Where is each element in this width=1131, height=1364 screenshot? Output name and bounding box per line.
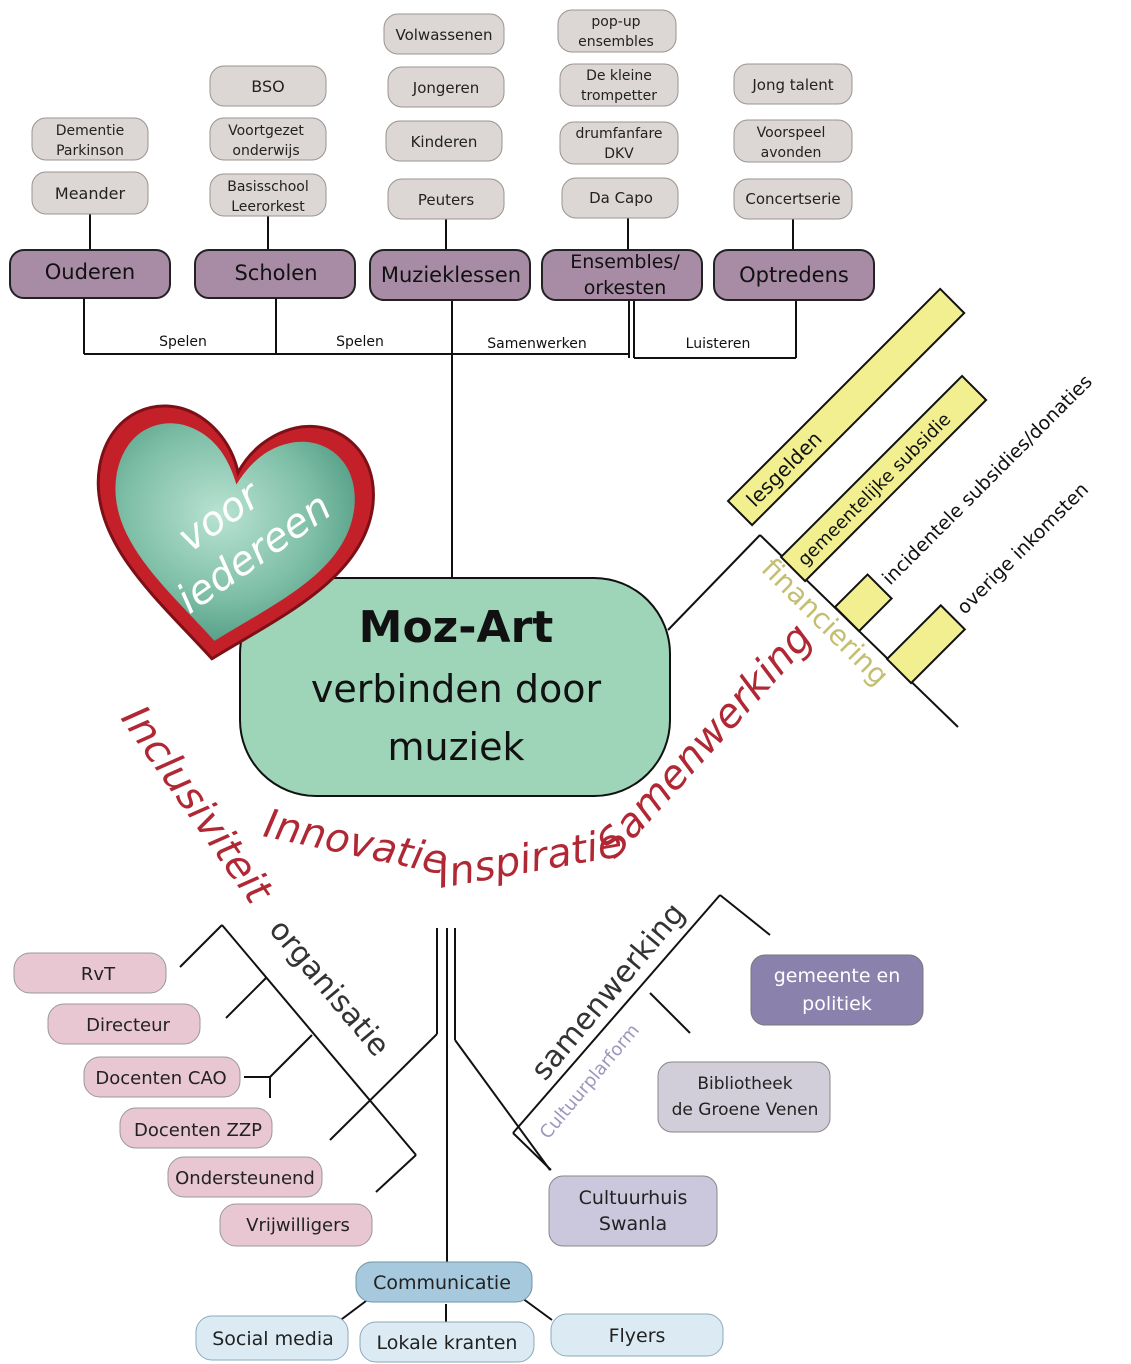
item-kleine-trompetter[interactable]: De kleine trompetter xyxy=(559,63,679,107)
item-peuters[interactable]: Peuters xyxy=(387,178,505,220)
comm-flyers[interactable]: Flyers xyxy=(550,1313,724,1357)
item-label-line1: Basisschool xyxy=(227,179,309,195)
item-label-line2: avonden xyxy=(761,145,822,161)
item-label: Meander xyxy=(55,184,126,203)
item-label-line2: onderwijs xyxy=(232,143,299,159)
item-label: Da Capo xyxy=(589,189,653,207)
communicatie-node[interactable]: Communicatie xyxy=(355,1261,533,1303)
category-ouderen[interactable]: Ouderen xyxy=(9,249,171,299)
item-label-line2: DKV xyxy=(604,146,634,162)
partner-label-line1: Bibliotheek xyxy=(697,1074,792,1094)
org-rvt[interactable]: RvT xyxy=(13,952,167,994)
partner-label-line2: Swanla xyxy=(599,1213,667,1235)
item-bso[interactable]: BSO xyxy=(209,65,327,107)
org-vrijwilligers[interactable]: Vrijwilligers xyxy=(219,1203,373,1247)
item-drumfanfare-dkv[interactable]: drumfanfare DKV xyxy=(559,121,679,165)
category-muzieklessen[interactable]: Muzieklessen xyxy=(369,249,531,301)
org-label: Vrijwilligers xyxy=(246,1215,350,1236)
partner-cultuurhuis-swanla[interactable]: Cultuurhuis Swanla xyxy=(548,1175,718,1247)
item-voorspeel-avonden[interactable]: Voorspeel avonden xyxy=(733,119,853,163)
org-label: Docenten ZZP xyxy=(134,1120,262,1141)
category-ensembles[interactable]: Ensembles/ orkesten xyxy=(541,249,703,301)
item-basisschool-leerorkest[interactable]: Basisschool Leerorkest xyxy=(209,173,327,217)
partner-label-line1: Cultuurhuis xyxy=(579,1187,688,1209)
item-label: Volwassenen xyxy=(395,26,492,44)
center-subtitle-line2: muziek xyxy=(388,725,525,769)
item-label: Jongeren xyxy=(412,79,479,97)
item-label: Kinderen xyxy=(411,133,478,151)
item-label-line1: De kleine xyxy=(586,68,652,84)
connector-label: Spelen xyxy=(336,334,384,350)
item-popup-ensembles[interactable]: pop-up ensembles xyxy=(557,9,677,53)
category-scholen[interactable]: Scholen xyxy=(194,249,356,299)
item-label-line1: Voortgezet xyxy=(228,123,304,139)
org-label: Docenten CAO xyxy=(95,1068,226,1089)
item-voortgezet-onderwijs[interactable]: Voortgezet onderwijs xyxy=(209,117,327,161)
partner-label-line1: gemeente en xyxy=(774,965,901,987)
item-label-line1: pop-up xyxy=(591,14,640,30)
partner-label-line2: de Groene Venen xyxy=(672,1100,819,1120)
org-directeur[interactable]: Directeur xyxy=(47,1003,201,1045)
category-label-line1: Ensembles/ xyxy=(570,251,680,273)
partner-gemeente-politiek[interactable]: gemeente en politiek xyxy=(750,954,924,1026)
org-docenten-zzp[interactable]: Docenten ZZP xyxy=(119,1107,273,1149)
category-label: Muzieklessen xyxy=(381,263,521,287)
comm-label: Flyers xyxy=(609,1325,666,1347)
org-label: Ondersteunend xyxy=(175,1168,315,1189)
partner-bibliotheek[interactable]: Bibliotheek de Groene Venen xyxy=(657,1061,831,1133)
connector-lines xyxy=(83,213,959,1323)
communicatie-label: Communicatie xyxy=(373,1272,511,1294)
org-docenten-cao[interactable]: Docenten CAO xyxy=(83,1056,241,1098)
organisatie-label: organisatie xyxy=(262,913,396,1064)
item-label-line2: trompetter xyxy=(581,88,657,104)
item-kinderen[interactable]: Kinderen xyxy=(385,120,503,162)
category-label: Ouderen xyxy=(45,260,136,284)
comm-social-media[interactable]: Social media xyxy=(195,1315,349,1361)
category-label: Optredens xyxy=(739,263,849,287)
item-label: Concertserie xyxy=(745,190,840,208)
item-dementie-parkinson[interactable]: Dementie Parkinson xyxy=(31,117,149,161)
item-label: Jong talent xyxy=(751,76,833,94)
item-meander[interactable]: Meander xyxy=(31,171,149,215)
item-concertserie[interactable]: Concertserie xyxy=(733,178,853,220)
finance-incidentele: incidentele subsidies/donaties xyxy=(878,371,1097,590)
category-optredens[interactable]: Optredens xyxy=(713,249,875,301)
item-label-line2: ensembles xyxy=(578,34,654,50)
item-label-line2: Parkinson xyxy=(56,143,124,159)
item-jongeren[interactable]: Jongeren xyxy=(387,66,505,108)
partner-label-line2: politiek xyxy=(802,993,872,1015)
connector-label: Luisteren xyxy=(686,336,751,352)
category-label-line2: orkesten xyxy=(584,277,667,299)
finance-lesgelden: lesgelden xyxy=(741,426,826,511)
org-label: RvT xyxy=(81,964,116,985)
heart-icon xyxy=(96,404,375,661)
center-title: Moz-Art xyxy=(359,602,554,653)
item-da-capo[interactable]: Da Capo xyxy=(561,177,679,219)
center-node: Moz-Art verbinden door muziek xyxy=(239,577,671,797)
item-jong-talent[interactable]: Jong talent xyxy=(733,63,853,105)
org-label: Directeur xyxy=(86,1015,170,1036)
comm-lokale-kranten[interactable]: Lokale kranten xyxy=(359,1321,535,1363)
item-label-line2: Leerorkest xyxy=(231,199,305,215)
org-ondersteunend[interactable]: Ondersteunend xyxy=(167,1156,323,1198)
item-label-line1: Voorspeel xyxy=(757,125,826,141)
connector-label: Samenwerken xyxy=(487,336,587,352)
item-label-line1: drumfanfare xyxy=(575,126,662,142)
value-innovatie: Innovatie xyxy=(260,801,452,885)
category-label: Scholen xyxy=(234,261,317,285)
item-label-line1: Dementie xyxy=(56,123,125,139)
item-volwassenen[interactable]: Volwassenen xyxy=(383,13,505,55)
comm-label: Social media xyxy=(212,1328,334,1350)
item-label: BSO xyxy=(251,77,284,96)
item-label: Peuters xyxy=(418,191,475,209)
center-subtitle-line1: verbinden door xyxy=(311,667,602,711)
connector-label: Spelen xyxy=(159,334,207,350)
comm-label: Lokale kranten xyxy=(377,1332,518,1354)
